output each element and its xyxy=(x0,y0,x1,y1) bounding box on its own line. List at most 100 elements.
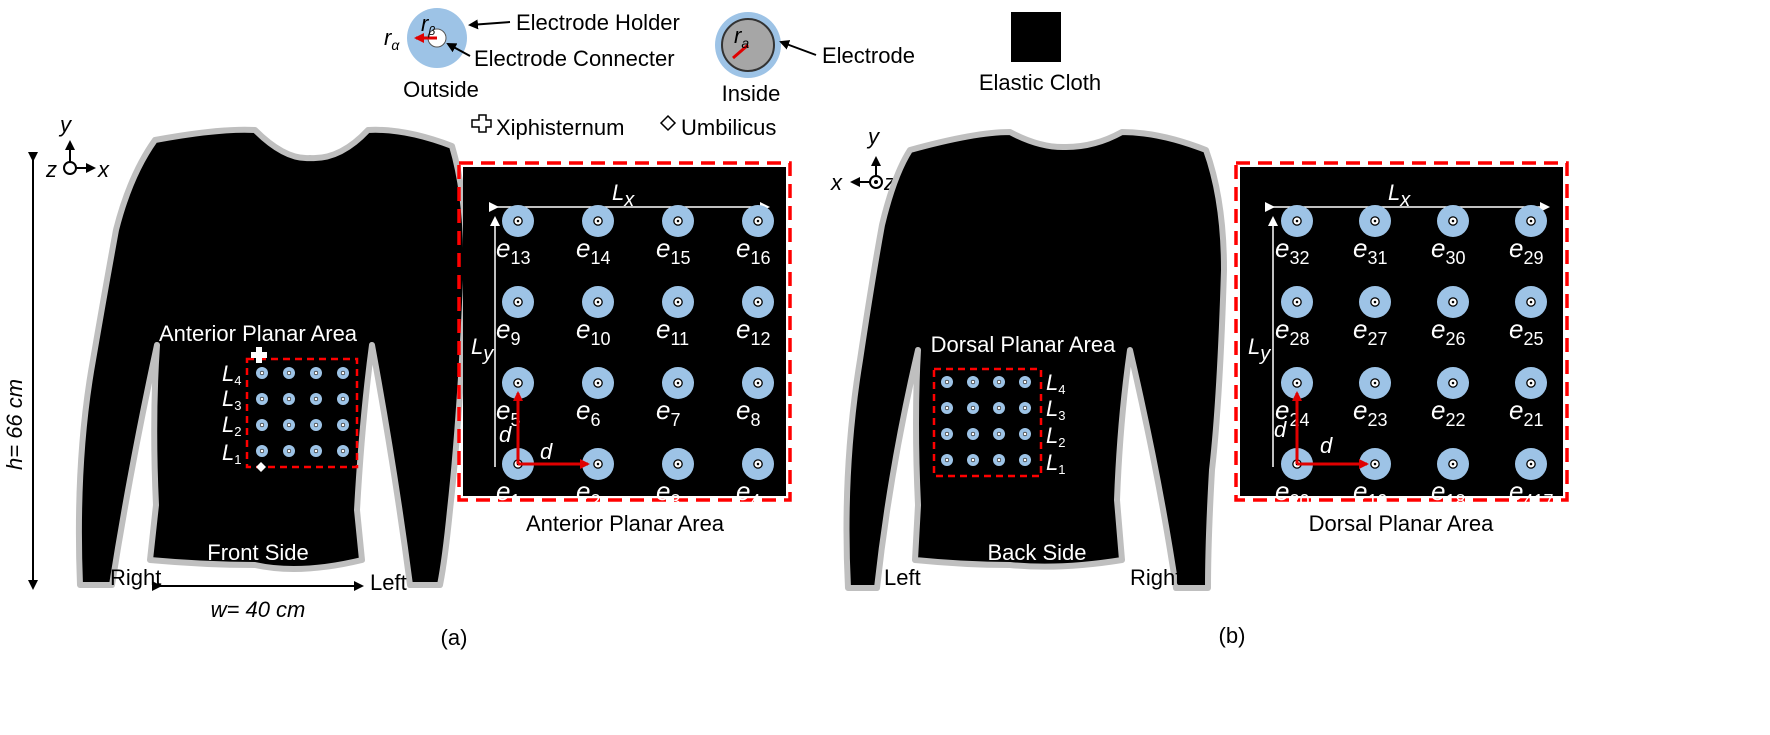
front-shirt-shape xyxy=(75,126,470,588)
electrode-label-e21: e21 xyxy=(1509,395,1544,430)
front-mini-electrode-grid xyxy=(256,367,349,457)
mini-electrode xyxy=(993,376,1005,388)
elastic-cloth-swatch xyxy=(1011,12,1061,62)
electrode-e10 xyxy=(582,286,614,318)
front-xiphisternum-marker xyxy=(251,347,267,363)
outside-label: Outside xyxy=(403,77,479,102)
electrode-e6 xyxy=(582,367,614,399)
mini-electrode xyxy=(941,402,953,414)
mini-electrode xyxy=(310,393,322,405)
electrode-label-e6: e6 xyxy=(576,395,600,430)
back-axis-y: y xyxy=(866,124,881,149)
electrode-label-e20: e20 xyxy=(1275,476,1310,511)
electrode-e14 xyxy=(582,205,614,237)
front-axis-triad xyxy=(63,140,96,175)
mini-electrode xyxy=(310,419,322,431)
front-row-l4: L4 xyxy=(222,361,241,388)
anterior-ly-label: Ly xyxy=(471,334,494,365)
front-left-label: Left xyxy=(370,570,407,595)
dorsal-lx-label: Lx xyxy=(1388,180,1411,211)
dorsal-caption: Dorsal Planar Area xyxy=(1309,511,1494,536)
electrode-label: Electrode xyxy=(822,43,915,68)
electrode-label-e22: e22 xyxy=(1431,395,1466,430)
electrode-label-e19: e19 xyxy=(1353,476,1388,511)
electrode-connecter-label: Electrode Connecter xyxy=(474,46,675,71)
electrode-label-e8: e8 xyxy=(736,395,760,430)
front-shirt-panel: y z x h= 66 cm Anterior Planar Area L4 L… xyxy=(2,112,470,650)
dorsal-ly-label: Ly xyxy=(1248,334,1271,365)
front-row-l3: L3 xyxy=(222,386,241,413)
back-area-label: Dorsal Planar Area xyxy=(931,332,1116,357)
umbilicus-label: Umbilicus xyxy=(681,115,776,140)
electrode-label-e13: e13 xyxy=(496,233,531,268)
back-row-l3: L3 xyxy=(1046,396,1065,423)
front-axis-y: y xyxy=(58,112,73,137)
electrode-label-e32: e32 xyxy=(1275,233,1310,268)
front-row-l1: L1 xyxy=(222,440,241,467)
electrode-e11 xyxy=(662,286,694,318)
connecter-pointer-arrow xyxy=(446,43,471,57)
electrode-label-e18: e18 xyxy=(1431,476,1466,511)
anterior-planar-area-outline xyxy=(245,357,359,469)
electrode-e24 xyxy=(1281,367,1313,399)
back-side-label: Back Side xyxy=(987,540,1086,565)
mini-electrode xyxy=(967,428,979,440)
mini-electrode xyxy=(993,454,1005,466)
width-label: w= 40 cm xyxy=(211,597,306,622)
mini-electrode xyxy=(310,367,322,379)
mini-electrode xyxy=(283,393,295,405)
electrode-e8 xyxy=(742,367,774,399)
front-side-label: Front Side xyxy=(207,540,309,565)
electrode-label-e7: e7 xyxy=(656,395,680,430)
umbilicus-icon xyxy=(659,114,677,132)
electrode-label-e3: e3 xyxy=(656,476,680,511)
electrode-label-e15: e15 xyxy=(656,233,691,268)
mini-electrode xyxy=(256,419,268,431)
mini-electrode xyxy=(967,376,979,388)
electrode-e32 xyxy=(1281,205,1313,237)
dorsal-detail-outline xyxy=(1234,161,1569,502)
electrode-label-e25: e25 xyxy=(1509,314,1544,349)
mini-electrode xyxy=(337,419,349,431)
electrode-e22 xyxy=(1437,367,1469,399)
dorsal-d-horizontal-label: d xyxy=(1320,433,1333,458)
electrode-e13 xyxy=(502,205,534,237)
height-label: h= 66 cm xyxy=(2,379,27,470)
back-axis-x: x xyxy=(830,170,843,195)
r-beta-label: rβ xyxy=(421,11,435,38)
mini-electrode xyxy=(941,454,953,466)
electrode-e7 xyxy=(662,367,694,399)
electrode-label-e11: e11 xyxy=(656,314,689,349)
electrode-e23 xyxy=(1359,367,1391,399)
mini-electrode xyxy=(1019,454,1031,466)
back-row-l2: L2 xyxy=(1046,423,1065,450)
electrode-label-e29: e29 xyxy=(1509,233,1544,268)
electrode-label-e1: e1 xyxy=(496,476,520,511)
back-mini-electrode-grid xyxy=(941,376,1031,466)
electrode-e19 xyxy=(1359,448,1391,480)
front-umbilicus-marker xyxy=(256,462,266,472)
mini-electrode xyxy=(283,419,295,431)
r-a-label: ra xyxy=(734,23,749,51)
anterior-d-horizontal-label: d xyxy=(540,439,553,464)
xiphisternum-icon xyxy=(471,114,492,133)
electrode-e5 xyxy=(502,367,534,399)
xiphisternum-label: Xiphisternum xyxy=(496,115,624,140)
electrode-label-e24: e24 xyxy=(1275,395,1310,430)
front-axis-x: x xyxy=(97,157,110,182)
r-alpha-label: rα xyxy=(384,25,400,53)
electrode-e16 xyxy=(742,205,774,237)
electrode-label-e16: e16 xyxy=(736,233,771,268)
back-row-l1: L1 xyxy=(1046,450,1065,477)
electrode-label-e14: e14 xyxy=(576,233,611,268)
back-left-label: Left xyxy=(884,565,921,590)
electrode-e4 xyxy=(742,448,774,480)
back-row-l4: L4 xyxy=(1046,370,1065,397)
anterior-d-vertical-label: d xyxy=(499,422,512,447)
holder-pointer-arrow xyxy=(468,19,511,30)
electrode-label-e417: e417 xyxy=(1509,476,1554,511)
panel-b-label: (b) xyxy=(1219,623,1246,648)
electrode-label-e2: e2 xyxy=(576,476,600,511)
mini-electrode xyxy=(1019,402,1031,414)
